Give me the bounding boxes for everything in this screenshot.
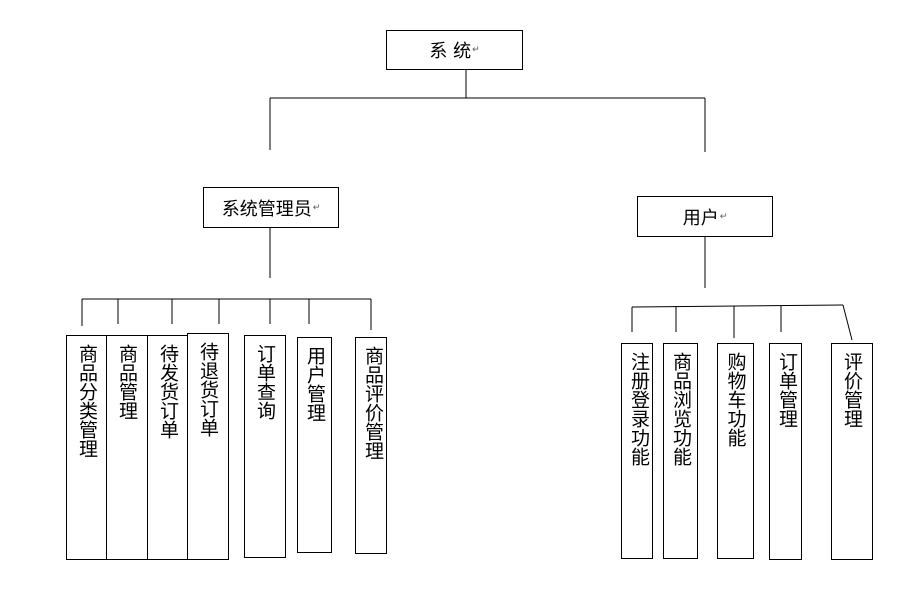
user-label: 用户 (682, 207, 719, 229)
admin-module-user-mgmt: 用户管理 (297, 337, 332, 553)
module-label: 评价管理 (841, 352, 863, 428)
return-mark: ↵ (472, 45, 480, 55)
module-label: 商品浏览功能 (670, 352, 692, 466)
user-module-cart: 购物车功能 (717, 343, 754, 559)
user-module-orders: 订单管理 (769, 343, 802, 560)
module-label: 注册登录功能 (628, 352, 650, 466)
module-label: 商品评价管理 (362, 346, 384, 460)
module-label: 商品管理 (116, 344, 138, 420)
module-label: 订单管理 (776, 352, 798, 428)
user-module-register-login: 注册登录功能 (621, 343, 653, 559)
module-label: 购物车功能 (724, 352, 747, 447)
module-label: 待退货订单 (197, 342, 219, 437)
admin-module-category: 商品分类管理 (66, 335, 108, 560)
return-mark: ↵ (719, 211, 728, 222)
root-label: 系 统 (429, 41, 472, 62)
admin-module-order-query: 订单查询 (244, 335, 286, 558)
module-label: 用户管理 (304, 346, 326, 422)
user-module-reviews: 评价管理 (831, 343, 873, 560)
user-module-browse: 商品浏览功能 (663, 343, 698, 559)
admin-module-products: 商品管理 (106, 335, 148, 560)
admin-module-pending-return: 待退货订单 (187, 333, 229, 560)
module-label: 待发货订单 (157, 344, 179, 439)
module-label: 商品分类管理 (76, 344, 98, 458)
admin-node: 系统管理员↵ (203, 187, 339, 228)
admin-module-pending-ship: 待发货订单 (147, 335, 189, 560)
module-label: 订单查询 (254, 344, 276, 420)
root-node: 系 统↵ (386, 30, 523, 70)
user-node: 用户↵ (637, 196, 773, 237)
admin-label: 系统管理员 (221, 198, 312, 220)
return-mark: ↵ (312, 202, 321, 213)
admin-module-reviews: 商品评价管理 (355, 337, 387, 554)
